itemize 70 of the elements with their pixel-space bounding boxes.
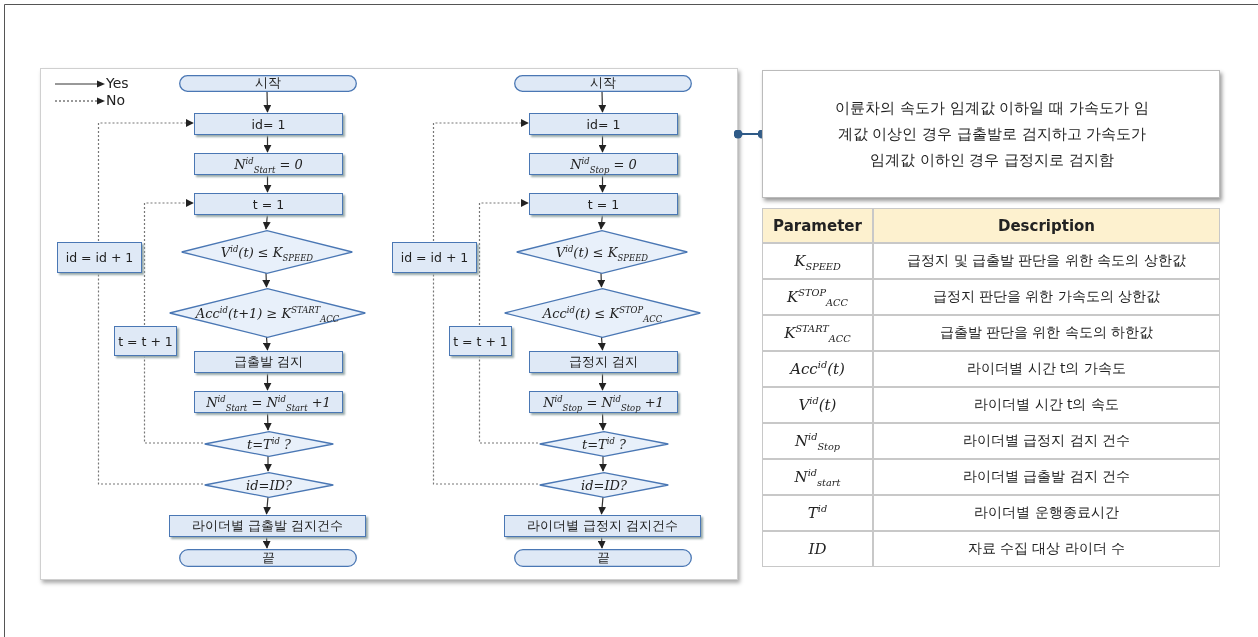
arrow xyxy=(262,535,271,549)
arrow xyxy=(262,336,271,351)
arrow xyxy=(598,90,607,113)
arrow xyxy=(598,133,607,153)
arrow xyxy=(263,173,272,193)
process-box: N$^{id}$$_{Start}$ = 0 xyxy=(194,153,343,175)
table-cell: 라이더별 급정지 검지 건수 xyxy=(873,423,1220,459)
process-box: 라이더별 급출발 검지건수 xyxy=(169,515,366,537)
process-box: N$^{id}$$_{Start}$ = N$^{id}$$_{Start}$ +1 xyxy=(194,391,343,413)
table-cell: ID xyxy=(762,531,873,567)
arrow xyxy=(598,173,607,193)
table-cell: 급정지 및 급출발 판단을 위한 속도의 상한값 xyxy=(873,243,1220,279)
decision-diamond: id=ID? xyxy=(539,472,669,498)
table-cell: 자료 수집 대상 라이더 수 xyxy=(873,531,1220,567)
arrow xyxy=(262,272,271,288)
arrow xyxy=(597,213,606,230)
decision-diamond: V$^{id}$(t) ≤ K$_{SPEED}$ xyxy=(181,230,353,274)
process-box: t = 1 xyxy=(529,193,678,215)
table-cell: 라이더별 시간 t의 속도 xyxy=(873,387,1220,423)
decision-diamond: t=T$^{id}$ ? xyxy=(204,431,334,457)
arrow xyxy=(263,496,272,515)
decision-diamond: id=ID? xyxy=(204,472,334,498)
table-cell: 라이더별 운행종료시간 xyxy=(873,495,1220,531)
arrow xyxy=(264,455,272,472)
process-box: N$^{id}$$_{Stop}$ = 0 xyxy=(529,153,678,175)
arrow xyxy=(263,371,272,391)
arrow xyxy=(598,411,607,431)
arrow xyxy=(599,455,607,472)
arrow xyxy=(263,90,272,113)
legend-label: Yes xyxy=(106,75,129,91)
arrow xyxy=(432,119,529,242)
arrow xyxy=(598,496,607,515)
table-cell: 급출발 판단을 위한 속도의 하한값 xyxy=(873,315,1220,351)
table-cell: K$_{SPEED}$ xyxy=(762,243,873,279)
process-box: t = t + 1 xyxy=(114,326,177,356)
process-box: 급정지 검지 xyxy=(529,351,678,373)
table-header-cell: Parameter xyxy=(762,208,873,243)
note-box: 이륜차의 속도가 임계값 이하일 때 가속도가 임계값 이상인 경우 급출발로 검지하고 가속도가 임계값 이하인 경우 급정지로 검지함 xyxy=(762,70,1220,198)
process-box: id = id + 1 xyxy=(392,242,477,273)
process-box: N$^{id}$$_{Stop}$ = N$^{id}$$_{Stop}$ +1 xyxy=(529,391,678,413)
arrow xyxy=(143,199,194,326)
arrow xyxy=(263,133,272,153)
decision-diamond: t=T$^{id}$ ? xyxy=(539,431,669,457)
table-cell: 급정지 판단을 위한 가속도의 상한값 xyxy=(873,279,1220,315)
process-box: t = t + 1 xyxy=(449,326,512,356)
process-box: 급출발 검지 xyxy=(194,351,343,373)
table-cell: T$^{id}$ xyxy=(762,495,873,531)
arrow xyxy=(597,535,606,549)
legend-label: No xyxy=(106,92,126,108)
decision-diamond: V$^{id}$(t) ≤ K$_{SPEED}$ xyxy=(516,230,688,274)
loop-line xyxy=(478,354,539,444)
process-box: id = id + 1 xyxy=(57,242,142,273)
table-cell: 라이더별 급출발 검지 건수 xyxy=(873,459,1220,495)
arrow xyxy=(597,336,606,351)
arrow xyxy=(478,199,529,326)
process-box: id= 1 xyxy=(529,113,678,135)
table-cell: Acc$^{id}$(t) xyxy=(762,351,873,387)
arrow xyxy=(597,272,606,288)
arrow xyxy=(598,371,607,391)
arrow xyxy=(262,213,271,230)
loop-line xyxy=(143,354,204,444)
table-cell: V$^{id}$(t) xyxy=(762,387,873,423)
table-header-cell: Description xyxy=(873,208,1220,243)
arrow xyxy=(97,119,194,242)
process-box: id= 1 xyxy=(194,113,343,135)
process-box: t = 1 xyxy=(194,193,343,215)
table-cell: 라이더별 시간 t의 가속도 xyxy=(873,351,1220,387)
process-box: 라이더별 급정지 검지건수 xyxy=(504,515,701,537)
arrow xyxy=(263,411,272,431)
flowchart-panel xyxy=(40,68,738,580)
